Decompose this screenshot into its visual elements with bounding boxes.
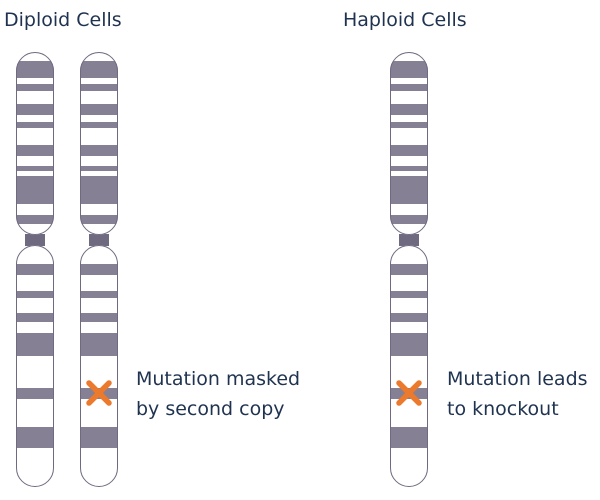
lower-arm xyxy=(390,245,428,487)
band xyxy=(80,215,118,224)
lower-arm xyxy=(80,245,118,487)
band xyxy=(16,122,54,128)
band xyxy=(16,181,54,204)
band xyxy=(390,84,428,91)
band xyxy=(80,166,118,171)
lower-arm-outline xyxy=(16,245,54,487)
lower-arm-outline xyxy=(80,245,118,487)
band xyxy=(80,84,118,91)
band xyxy=(80,313,118,322)
diploid-caption-line-1: Mutation masked xyxy=(136,368,301,390)
band xyxy=(80,333,118,356)
diploid-caption: Mutation masked by second copy xyxy=(136,364,300,424)
band xyxy=(16,215,54,224)
band xyxy=(16,166,54,171)
lower-arm xyxy=(16,245,54,487)
diploid-caption-line-2: by second copy xyxy=(136,398,285,420)
band xyxy=(390,313,428,322)
band xyxy=(390,264,428,275)
haploid-caption: Mutation leads to knockout xyxy=(447,364,588,424)
band xyxy=(390,333,428,356)
haploid-caption-line-1: Mutation leads xyxy=(447,368,588,390)
upper-arm-outline xyxy=(80,52,118,235)
band xyxy=(16,61,54,78)
centromere xyxy=(399,234,419,246)
band xyxy=(390,166,428,171)
cross-mark-icon xyxy=(396,380,422,406)
band xyxy=(80,181,118,204)
band xyxy=(390,122,428,128)
chromosome-2 xyxy=(80,52,118,487)
band xyxy=(390,176,428,183)
lower-arm-outline xyxy=(390,245,428,487)
band xyxy=(16,84,54,91)
centromere xyxy=(25,234,45,246)
band xyxy=(16,313,54,322)
band xyxy=(16,264,54,275)
chromosome-3 xyxy=(390,52,428,487)
upper-arm xyxy=(16,52,54,235)
haploid-title: Haploid Cells xyxy=(343,9,467,31)
chromosome-1 xyxy=(16,52,54,487)
band xyxy=(16,333,54,356)
diploid-title: Diploid Cells xyxy=(4,9,122,31)
band xyxy=(390,291,428,298)
band xyxy=(16,145,54,156)
cross-mark-icon xyxy=(86,380,112,406)
band xyxy=(80,427,118,448)
band xyxy=(16,104,54,115)
band xyxy=(390,145,428,156)
centromere xyxy=(89,234,109,246)
band xyxy=(80,291,118,298)
band xyxy=(80,176,118,183)
upper-arm-outline xyxy=(16,52,54,235)
band xyxy=(16,176,54,183)
band xyxy=(390,104,428,115)
band xyxy=(390,427,428,448)
band xyxy=(16,427,54,448)
band xyxy=(390,61,428,78)
band xyxy=(390,215,428,224)
band xyxy=(80,264,118,275)
band xyxy=(80,145,118,156)
upper-arm xyxy=(390,52,428,235)
upper-arm-outline xyxy=(390,52,428,235)
band xyxy=(16,388,54,399)
band xyxy=(80,61,118,78)
upper-arm xyxy=(80,52,118,235)
band xyxy=(16,291,54,298)
band xyxy=(80,104,118,115)
haploid-caption-line-2: to knockout xyxy=(447,398,559,420)
band xyxy=(390,181,428,204)
band xyxy=(80,122,118,128)
